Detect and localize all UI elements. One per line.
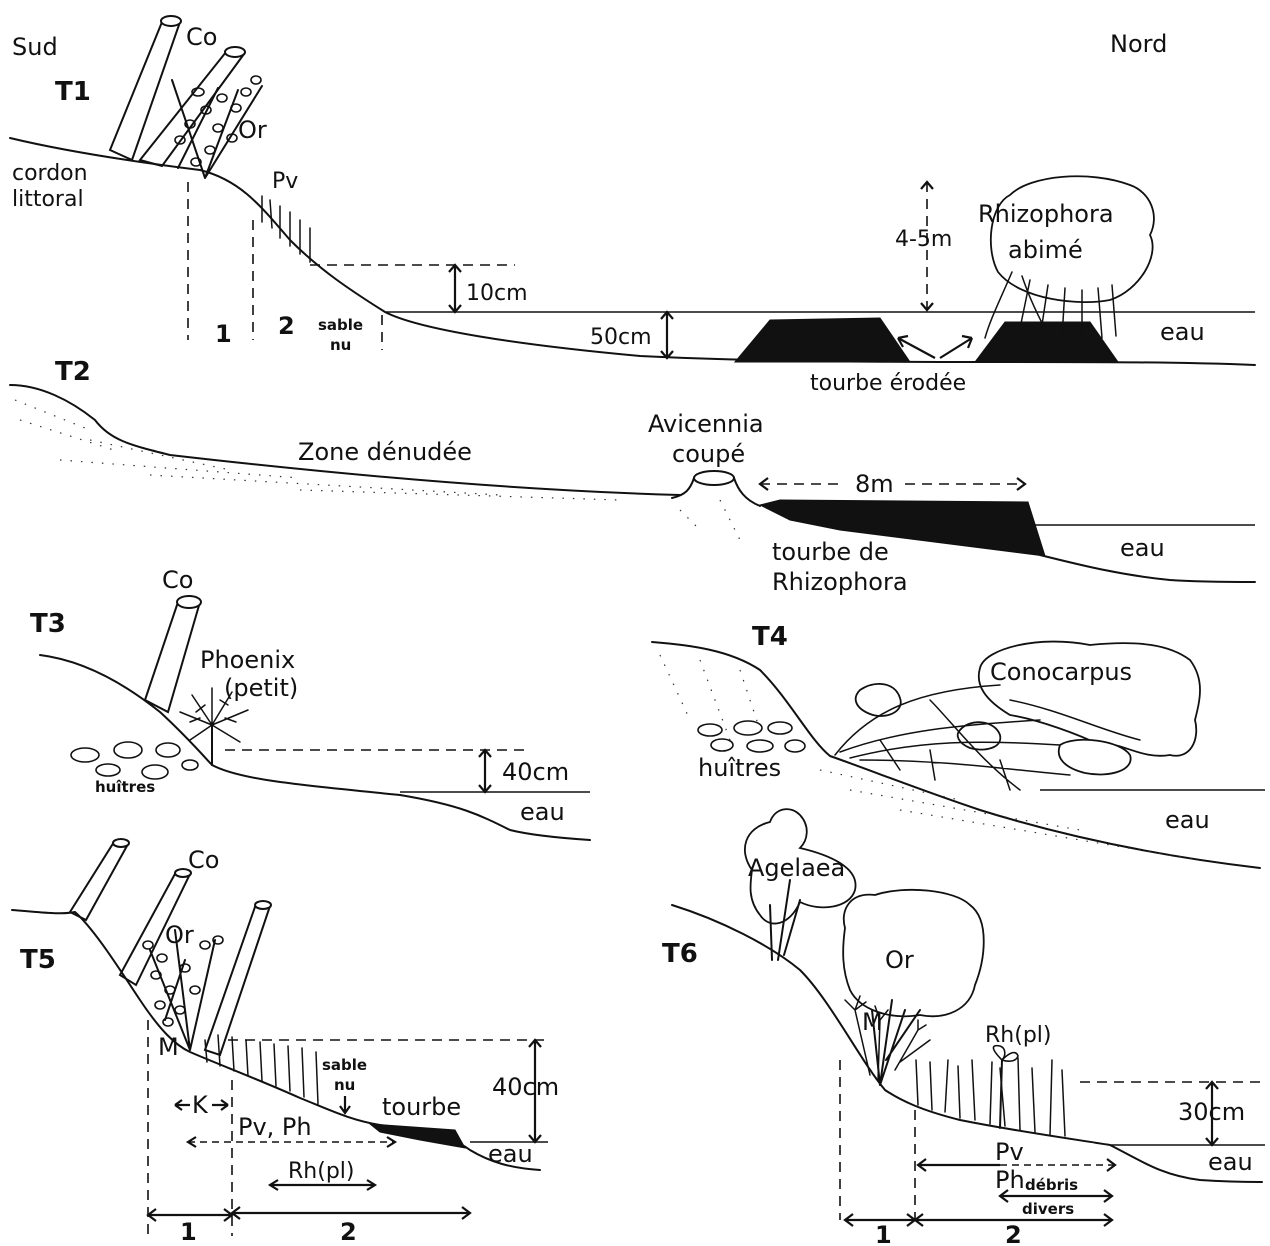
t1-rhizophora-label-2: abimé: [1008, 236, 1083, 264]
t2-zone-label: Zone dénudée: [298, 438, 472, 466]
t5-or-label: Or: [165, 921, 194, 949]
t1-tag: T1: [55, 77, 91, 107]
transect-t3: T3 Co Phoenix (petit) huîtres 40cm eau: [30, 566, 590, 840]
label-nord: Nord: [1110, 30, 1167, 58]
t6-m-label: M: [862, 1008, 883, 1036]
transect-t4: T4 Conocarpus huîtres eau: [652, 622, 1265, 868]
t4-conocarpus-clump-1: [856, 684, 901, 716]
t2-tourbe-label-1: tourbe de: [772, 538, 889, 566]
t5-40cm-label: 40cm: [492, 1073, 559, 1101]
t6-30cm-label: 30cm: [1178, 1098, 1245, 1126]
t2-avicennia-label-2: coupé: [672, 440, 745, 468]
t3-co-trunk-cut: [177, 596, 201, 608]
t1-co-trunk-1-cut: [161, 16, 181, 26]
t4-conocarpus-label: Conocarpus: [990, 658, 1132, 686]
t2-avicennia-cut: [694, 471, 734, 485]
t1-cordon-label-2: littoral: [12, 187, 84, 212]
t5-tourbe-label: tourbe: [382, 1093, 461, 1121]
t1-50cm-arrow: [661, 312, 673, 358]
t3-phoenix-label-1: Phoenix: [200, 646, 295, 674]
t6-agelaea-label: Agelaea: [748, 854, 845, 882]
t1-rhizophora-label-1: Rhizophora: [978, 200, 1114, 228]
transect-t5: T5 Co Or tourbe sable nu M 40c: [12, 839, 559, 1246]
t1-erosion-arrows: [898, 336, 972, 358]
t4-oyster-cluster: [698, 721, 805, 752]
t5-eau-label: eau: [488, 1140, 533, 1168]
t1-10cm-label: 10cm: [466, 281, 528, 306]
t6-pv-label: Pv: [995, 1138, 1024, 1166]
t1-co-trunk-2-cut: [225, 47, 245, 57]
t5-co-trunk-3-cut: [255, 901, 271, 909]
t3-ground-profile: [40, 655, 590, 840]
t6-debris-label-1: débris: [1025, 1176, 1078, 1194]
t2-eau-label: eau: [1120, 534, 1165, 562]
t5-peat: [370, 1124, 465, 1148]
t1-sable-label-2: nu: [330, 336, 351, 354]
t2-8m-label: 8m: [855, 470, 894, 498]
t6-eau-label: eau: [1208, 1148, 1253, 1176]
t1-cordon-label-1: cordon: [12, 161, 88, 186]
t3-eau-label: eau: [520, 798, 565, 826]
t1-45m-label: 4-5m: [895, 227, 952, 252]
t1-tourbe-label: tourbe érodée: [810, 371, 966, 396]
t5-tag: T5: [20, 945, 56, 975]
t6-pv-arrow: [918, 1159, 1000, 1171]
t5-sable-arrow: [340, 1096, 350, 1113]
t5-pvph-label: Pv, Ph: [238, 1113, 312, 1141]
t1-peat-mound-2: [975, 322, 1118, 362]
t1-zone-2: 2: [278, 312, 295, 340]
t5-k-label: K: [192, 1091, 209, 1119]
transect-t2: T2 Zone dénudée Avicennia coupé eau 8m t…: [10, 357, 1255, 596]
t3-40cm-arrow: [479, 750, 491, 792]
t5-co-trunk-1: [70, 842, 128, 920]
t1-pv-label: Pv: [272, 169, 298, 194]
t1-10cm-arrow: [449, 265, 461, 312]
t1-50cm-label: 50cm: [590, 325, 652, 350]
t6-or-label: Or: [885, 946, 914, 974]
t5-sable-label-2: nu: [334, 1076, 355, 1094]
t1-sable-label-1: sable: [318, 316, 363, 334]
t6-zone-1: 1: [875, 1221, 892, 1246]
t2-stump-texture: [680, 500, 740, 540]
t6-zone-2: 2: [1005, 1221, 1022, 1246]
t5-zone-2: 2: [340, 1218, 357, 1246]
t3-tag: T3: [30, 609, 66, 639]
t1-zone-1: 1: [215, 320, 232, 348]
t6-tag: T6: [662, 939, 698, 969]
t1-eau-label: eau: [1160, 318, 1205, 346]
t3-40cm-label: 40cm: [502, 758, 569, 786]
t2-tag: T2: [55, 357, 91, 387]
t2-tourbe-label-2: Rhizophora: [772, 568, 908, 596]
t5-co-trunk-1-cut: [113, 839, 129, 847]
t5-m-label: M: [158, 1033, 179, 1061]
t6-pv-stems: [916, 1058, 1065, 1136]
t5-co-trunk-3: [205, 904, 270, 1055]
t4-eau-label: eau: [1165, 806, 1210, 834]
transect-t6: T6 Agelaea Or M Rh(pl) 30cm eau Pv Ph: [662, 809, 1265, 1246]
t3-oyster-cluster: [71, 742, 198, 779]
t4-tag: T4: [752, 622, 788, 652]
t3-phoenix-label-2: (petit): [224, 674, 298, 702]
t3-huitres-label: huîtres: [95, 778, 155, 796]
t6-ph-label: Ph: [995, 1166, 1025, 1194]
t6-rh-label: Rh(pl): [985, 1023, 1051, 1048]
t1-or-label: Or: [238, 116, 267, 144]
t4-huitres-label: huîtres: [698, 754, 781, 782]
t3-co-label: Co: [162, 566, 193, 594]
t6-debris-label-2: divers: [1022, 1200, 1074, 1218]
t2-avicennia-label-1: Avicennia: [648, 410, 764, 438]
label-sud: Sud: [12, 33, 58, 61]
t1-co-label: Co: [186, 23, 217, 51]
t5-sable-label-1: sable: [322, 1056, 367, 1074]
transect-t1: T1 Co Or cordon littoral Pv 1 2 sable: [10, 16, 1255, 396]
t5-rh-label: Rh(pl): [288, 1159, 354, 1184]
t1-peat-mound-1: [735, 318, 910, 362]
t5-co-label: Co: [188, 846, 219, 874]
t5-zone-1: 1: [180, 1218, 197, 1246]
t5-or-fruits: [143, 936, 223, 1026]
